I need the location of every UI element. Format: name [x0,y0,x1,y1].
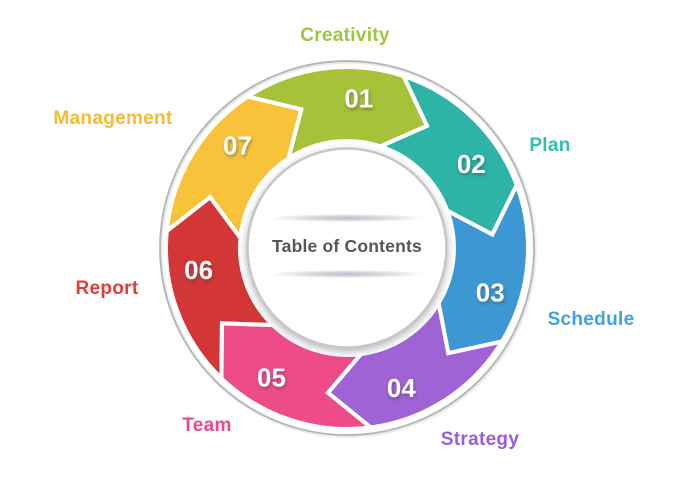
segment-separators [164,65,531,431]
segment-team [221,323,371,429]
segment-label-plan: Plan [529,135,570,156]
segment-label-management: Management [53,108,173,129]
segment-label-creativity: Creativity [300,25,390,46]
center-plate-group: Table of Contents [246,147,448,349]
segment-strategy [327,303,503,428]
segment-plan [380,76,517,235]
segment-creativity [247,66,427,159]
segment-label-report: Report [75,278,138,299]
center-circle [246,147,448,349]
diagram-title: Table of Contents [272,236,422,256]
segment-label-team: Team [182,415,231,436]
segment-numbers: 01 02 03 04 05 06 07 [184,84,505,403]
segment-number-management: 07 [223,131,252,161]
segment-report [165,197,273,379]
segment-number-plan: 02 [457,149,486,179]
segment-label-strategy: Strategy [441,429,520,450]
segment-separator [164,94,304,244]
segment-number-strategy: 04 [387,373,416,403]
segment-number-creativity: 01 [344,84,373,114]
segment-label-schedule: Schedule [548,309,635,330]
divider-shadow-line [268,213,426,223]
segment-number-report: 06 [184,255,213,285]
segment-schedule [438,185,529,354]
segment-number-team: 05 [257,363,286,393]
divider-shadow-line [268,269,426,279]
segment-number-schedule: 03 [476,278,505,308]
outer-ring-circle [159,60,535,436]
